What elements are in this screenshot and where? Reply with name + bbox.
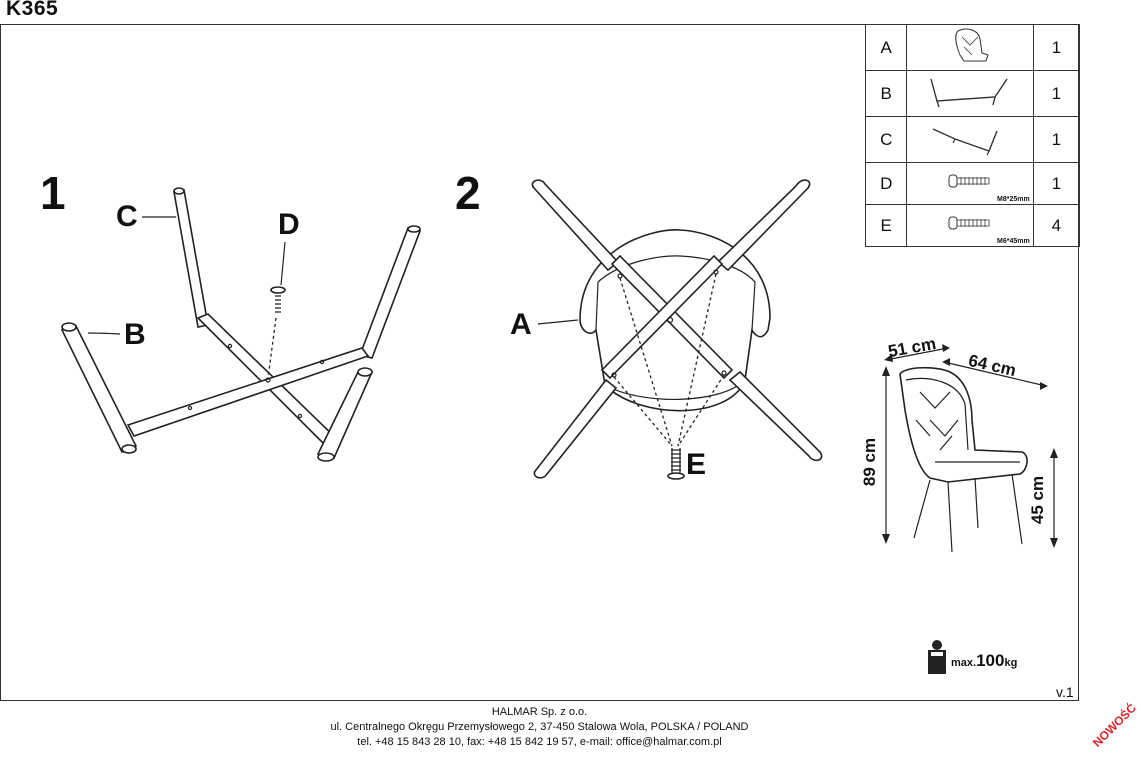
part-key: E: [864, 204, 908, 247]
footer-address: ul. Centralnego Okręgu Przemysłowego 2, …: [330, 721, 749, 733]
table-row: D M8*25mm 1: [864, 162, 1081, 205]
max-load-value: 100: [976, 651, 1005, 670]
version-label: v.1: [1056, 684, 1074, 700]
instruction-frame: [0, 24, 1079, 701]
table-row: A 1: [864, 24, 1081, 71]
footer-contact: tel. +48 15 843 28 10, fax: +48 15 842 1…: [357, 736, 722, 748]
part-size-note: M6*45mm: [997, 238, 1030, 245]
label-b: B: [124, 318, 146, 351]
screw-icon: [948, 174, 990, 188]
part-key: A: [864, 24, 908, 71]
label-a: A: [510, 308, 532, 341]
part-picture: [906, 24, 1034, 71]
step-2-number: 2: [455, 167, 481, 219]
parts-table: A 1 B 1 C 1 D: [864, 24, 1081, 247]
step-1-number: 1: [40, 167, 66, 219]
table-row: E M6*45mm 4: [864, 204, 1081, 247]
part-qty: 1: [1032, 24, 1081, 71]
footer-company: HALMAR Sp. z o.o.: [491, 706, 588, 718]
part-picture: [906, 116, 1034, 163]
part-qty: 1: [1032, 116, 1081, 163]
part-qty: 1: [1032, 162, 1081, 205]
part-picture: M6*45mm: [906, 204, 1034, 247]
model-title: K365: [6, 0, 59, 20]
part-qty: 4: [1032, 204, 1081, 247]
part-size-note: M8*25mm: [997, 196, 1030, 203]
label-e: E: [686, 448, 707, 481]
chair-dimension-drawing: [882, 344, 1058, 553]
part-picture: [906, 70, 1034, 117]
step2-seat-drawing: [531, 179, 823, 480]
seat-icon: [955, 28, 989, 62]
table-row: C 1: [864, 116, 1081, 163]
frame-c-icon: [932, 128, 998, 156]
table-row: B 1: [864, 70, 1081, 117]
max-load: max.100kg: [951, 651, 1017, 671]
part-key: B: [864, 70, 908, 117]
max-load-unit: kg: [1004, 657, 1018, 669]
label-c: C: [116, 200, 138, 233]
screw-icon: [948, 216, 990, 230]
weight-icon: [928, 640, 946, 674]
dim-seat-height: 45 cm: [1028, 475, 1048, 525]
part-qty: 1: [1032, 70, 1081, 117]
part-picture: M8*25mm: [906, 162, 1034, 205]
label-d: D: [278, 208, 300, 241]
footer: HALMAR Sp. z o.o. ul. Centralnego Okręgu…: [0, 705, 1079, 750]
frame-b-icon: [930, 78, 1008, 108]
max-load-prefix: max.: [951, 657, 977, 669]
step1-frame-drawing: [60, 187, 422, 462]
part-key: C: [864, 116, 908, 163]
dim-height: 89 cm: [860, 437, 880, 487]
part-key: D: [864, 162, 908, 205]
